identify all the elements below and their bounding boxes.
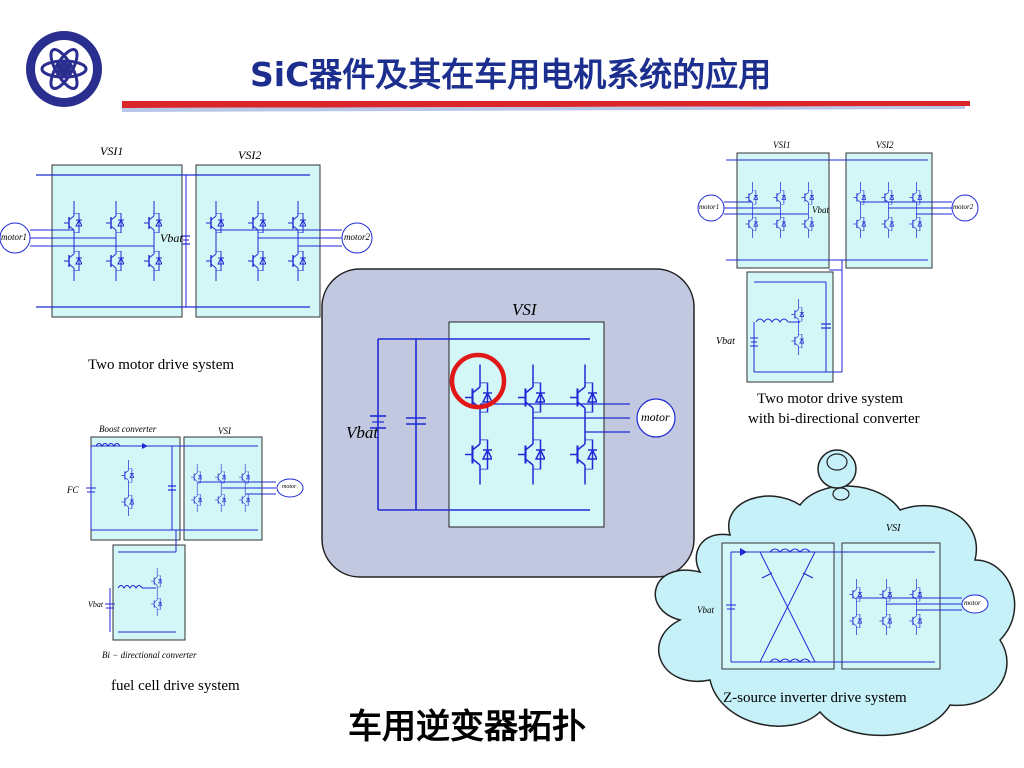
center-vsi-diagram xyxy=(321,268,695,578)
zsource-vsi-label: VSI xyxy=(886,523,901,534)
two-motor-vsi2-label: VSI2 xyxy=(238,148,262,162)
two-motor-vbat-label: Vbat xyxy=(160,231,183,245)
bidir-vsi2-label: VSI2 xyxy=(876,140,894,150)
zsource-caption: Z-source inverter drive system xyxy=(723,690,907,706)
two-motor-diagram xyxy=(0,164,373,318)
two-motor-motor2-label: motor2 xyxy=(344,232,371,242)
two-motor-vsi1-label: VSI1 xyxy=(100,144,124,158)
bidir-motor1-label: motor1 xyxy=(699,203,720,211)
slide-title: SiC器件及其在车用电机系统的应用 xyxy=(250,55,772,94)
bidir-motor2-label: motor2 xyxy=(953,203,974,211)
center-motor-label: motor xyxy=(641,410,670,424)
fuel-cell-vbat-label: Vbat xyxy=(88,600,104,609)
two-motor-caption: Two motor drive system xyxy=(88,357,235,373)
center-vsi-label: VSI xyxy=(512,300,537,319)
fuel-cell-diagram xyxy=(86,436,304,641)
highlight-circle xyxy=(449,352,507,410)
center-vbat-label: Vbat xyxy=(346,423,379,442)
zsource-vbat-label: Vbat xyxy=(697,605,714,615)
bidirectional-diagram xyxy=(697,152,979,383)
bidir-vbat-mid-label: Vbat xyxy=(812,205,829,215)
header-rule xyxy=(122,101,970,112)
bidir-caption-line2: with bi-directional converter xyxy=(748,411,920,427)
fuel-cell-bidir-label: Bi − directional converter xyxy=(102,650,197,660)
slide-subtitle: 车用逆变器拓扑 xyxy=(348,707,586,747)
two-motor-motor1-label: motor1 xyxy=(1,232,28,242)
bidir-caption-line1: Two motor drive system xyxy=(757,391,904,407)
fuel-cell-caption: fuel cell drive system xyxy=(111,678,240,694)
bidir-vsi1-label: VSI1 xyxy=(773,140,791,150)
cas-logo-icon xyxy=(26,31,102,107)
fuel-cell-vsi-label: VSI xyxy=(218,426,231,436)
fuel-cell-boost-label: Boost converter xyxy=(99,424,157,434)
fuel-cell-fc-label: FC xyxy=(67,485,79,495)
bidir-vbat-low-label: Vbat xyxy=(716,336,735,347)
zsource-motor-label: motor xyxy=(964,599,981,607)
fuel-cell-motor-label: motor xyxy=(282,484,297,490)
zsource-diagram xyxy=(654,449,1016,737)
